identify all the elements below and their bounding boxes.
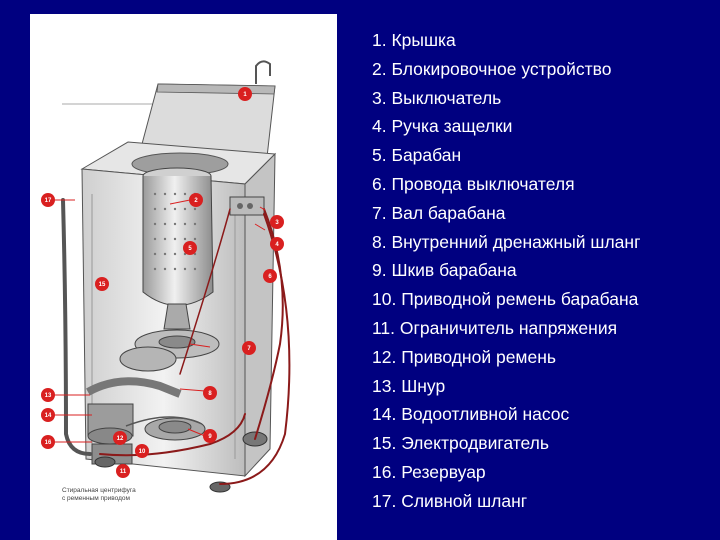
legend-item-11: 11. Ограничитель напряжения <box>372 317 618 338</box>
callout-label: 3 <box>275 220 279 226</box>
callout-label: 8 <box>208 391 212 397</box>
legend-item-9: 9. Шкив барабана <box>372 260 517 281</box>
legend-item-1: 1. Крышка <box>372 30 456 50</box>
callout-label: 12 <box>117 436 124 442</box>
callout-marker <box>263 269 277 283</box>
callout-label: 15 <box>99 282 106 288</box>
callout-marker <box>41 388 55 402</box>
callout-2: 2 <box>189 193 203 207</box>
callout-10: 10 <box>135 444 149 458</box>
callout-marker <box>203 429 217 443</box>
callout-label: 4 <box>275 242 279 248</box>
caption-line-1: Стиральная центрифуга <box>62 487 136 494</box>
legend-item-15: 15. Электродвигатель <box>372 433 550 454</box>
legend-item-2: 2. Блокировочное устройство <box>372 58 612 79</box>
callout-marker <box>135 444 149 458</box>
legend-item-8: 8. Внутренний дренажный шланг <box>372 231 641 252</box>
legend-item-14: 14. Водоотливной насос <box>372 404 570 425</box>
callout-marker <box>113 431 127 445</box>
callout-3: 3 <box>270 215 284 229</box>
callout-16: 16 <box>41 435 55 449</box>
callout-marker <box>238 87 252 101</box>
legend-item-12: 12. Приводной ремень <box>372 346 556 367</box>
callout-11: 11 <box>116 464 130 478</box>
callout-17: 17 <box>41 193 55 207</box>
legend-item-3: 3. Выключатель <box>372 87 502 108</box>
legend-item-10: 10. Приводной ремень барабана <box>372 289 639 310</box>
legend-item-6: 6. Провода выключателя <box>372 173 575 194</box>
callout-marker <box>41 435 55 449</box>
callout-marker <box>270 237 284 251</box>
callout-13: 13 <box>41 388 55 402</box>
callout-label: 6 <box>268 274 272 280</box>
callout-label: 14 <box>45 413 52 419</box>
callout-marker <box>41 193 55 207</box>
callout-8: 8 <box>203 386 217 400</box>
callout-marker <box>95 277 109 291</box>
callout-label: 17 <box>45 198 52 204</box>
callout-marker <box>242 341 256 355</box>
callout-15: 15 <box>95 277 109 291</box>
callout-marker <box>183 241 197 255</box>
caption-line-2: с ременным приводом <box>62 495 131 502</box>
callout-marker <box>203 386 217 400</box>
callout-marker <box>41 408 55 422</box>
callout-12: 12 <box>113 431 127 445</box>
callout-marker <box>116 464 130 478</box>
callout-marker <box>270 215 284 229</box>
callout-1: 1 <box>238 87 252 101</box>
callout-7: 7 <box>242 341 256 355</box>
callout-label: 16 <box>45 440 52 446</box>
callout-label: 11 <box>120 469 127 475</box>
lower-assembly <box>86 346 268 493</box>
callout-14: 14 <box>41 408 55 422</box>
legend-item-13: 13. Шнур <box>372 375 446 396</box>
leader-lines <box>52 199 266 443</box>
figure-caption: Стиральная центрифуга с ременным приводо… <box>62 487 136 502</box>
callout-label: 7 <box>247 346 251 352</box>
callout-label: 1 <box>243 92 247 98</box>
callout-9: 9 <box>203 429 217 443</box>
drum <box>142 167 214 306</box>
parts-legend: 1. Крышка 2. Блокировочное устройство 3.… <box>372 26 640 516</box>
callout-5: 5 <box>183 241 197 255</box>
legend-item-7: 7. Вал барабана <box>372 202 506 223</box>
legend-item-4: 4. Ручка защелки <box>372 116 513 137</box>
callout-label: 9 <box>208 434 212 440</box>
callout-label: 10 <box>139 449 146 455</box>
legend-item-5: 5. Барабан <box>372 145 462 166</box>
callout-label: 5 <box>188 246 192 252</box>
callout-marker <box>189 193 203 207</box>
callout-label: 2 <box>194 198 198 204</box>
legend-item-16: 16. Резервуар <box>372 461 486 482</box>
callout-label: 13 <box>45 393 52 399</box>
legend-item-17: 17. Сливной шланг <box>372 490 528 511</box>
switch-block <box>229 196 265 216</box>
callout-6: 6 <box>263 269 277 283</box>
callout-4: 4 <box>270 237 284 251</box>
